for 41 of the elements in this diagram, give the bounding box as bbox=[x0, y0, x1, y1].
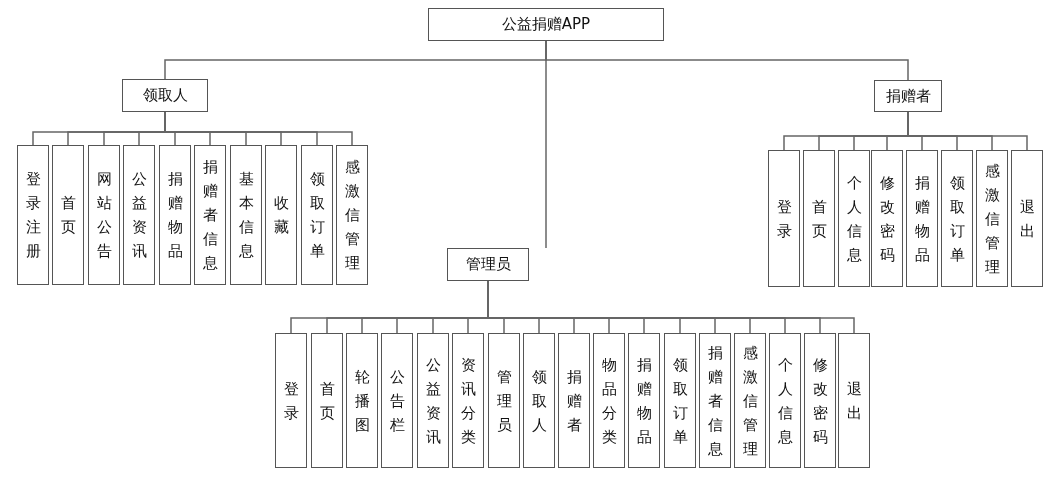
function-box: 基本信息 bbox=[230, 145, 262, 285]
function-box: 领取订单 bbox=[664, 333, 696, 468]
function-box: 感激信管理 bbox=[336, 145, 368, 285]
function-box: 登录注册 bbox=[17, 145, 49, 285]
function-box: 公益资讯 bbox=[123, 145, 155, 285]
function-box: 首页 bbox=[52, 145, 84, 285]
function-box: 登录 bbox=[768, 150, 800, 287]
function-box: 捐赠物品 bbox=[906, 150, 938, 287]
function-box: 管理员 bbox=[488, 333, 520, 468]
function-box: 领取人 bbox=[523, 333, 555, 468]
connector-line bbox=[545, 40, 547, 249]
function-box: 捐赠者 bbox=[558, 333, 590, 468]
function-box: 首页 bbox=[803, 150, 835, 287]
function-box: 领取订单 bbox=[301, 145, 333, 285]
function-box: 物品分类 bbox=[593, 333, 625, 468]
role-box: 管理员 bbox=[447, 248, 529, 281]
function-box: 个人信息 bbox=[838, 150, 870, 287]
function-box: 资讯分类 bbox=[452, 333, 484, 468]
function-box: 退出 bbox=[1011, 150, 1043, 287]
function-box: 登录 bbox=[275, 333, 307, 468]
root-box: 公益捐赠APP bbox=[428, 8, 664, 41]
function-box: 捐赠者信息 bbox=[194, 145, 226, 285]
role-box: 捐赠者 bbox=[874, 80, 942, 112]
function-box: 公益资讯 bbox=[417, 333, 449, 468]
function-box: 领取订单 bbox=[941, 150, 973, 287]
function-box: 捐赠物品 bbox=[628, 333, 660, 468]
function-box: 捐赠物品 bbox=[159, 145, 191, 285]
function-box: 个人信息 bbox=[769, 333, 801, 468]
role-box: 领取人 bbox=[122, 79, 208, 112]
connector-line bbox=[907, 111, 1028, 151]
function-box: 网站公告 bbox=[88, 145, 120, 285]
function-box: 公告栏 bbox=[381, 333, 413, 468]
function-box: 感激信管理 bbox=[734, 333, 766, 468]
function-box: 首页 bbox=[311, 333, 343, 468]
function-box: 修改密码 bbox=[804, 333, 836, 468]
function-box: 收藏 bbox=[265, 145, 297, 285]
function-box: 轮播图 bbox=[346, 333, 378, 468]
function-box: 捐赠者信息 bbox=[699, 333, 731, 468]
function-box: 修改密码 bbox=[871, 150, 903, 287]
function-box: 退出 bbox=[838, 333, 870, 468]
function-box: 感激信管理 bbox=[976, 150, 1008, 287]
